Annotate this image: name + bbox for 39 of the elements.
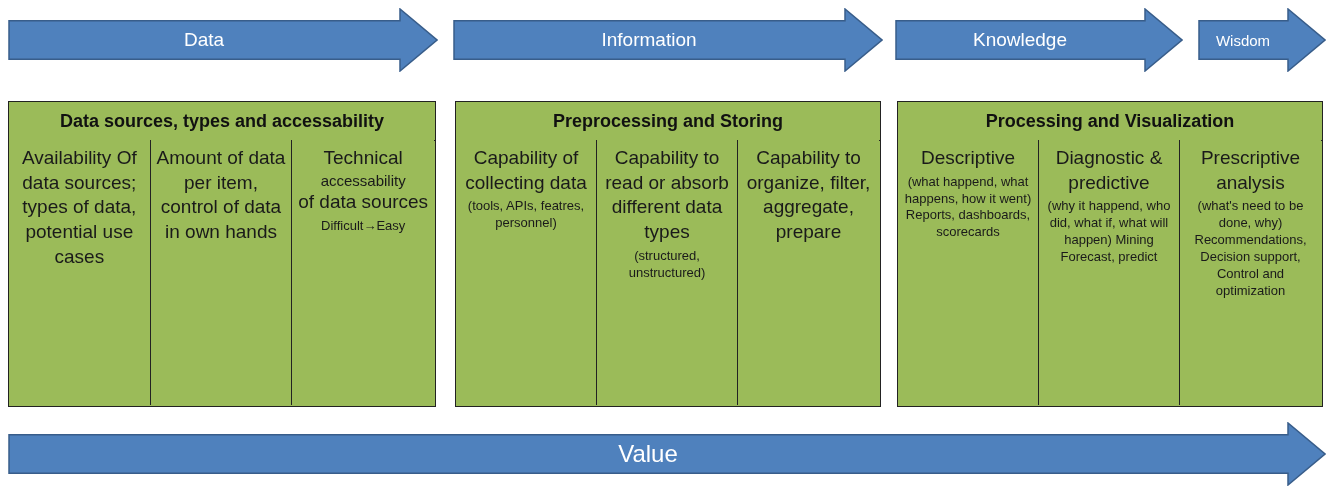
cell-text: Capability to organize, filter, aggregate, prepare [745, 146, 872, 245]
cell-text: Capability to read or absorb different data types [604, 146, 730, 245]
cell-note: (tools, APIs, featres, personnel) [466, 198, 586, 233]
cell-note: accessability [319, 170, 407, 191]
arrow-band [895, 8, 1183, 72]
arrow-band [8, 8, 438, 72]
arrow-band [8, 422, 1326, 486]
cell-note: of data sources [297, 190, 429, 215]
cell-text: Technical [322, 146, 404, 170]
cell-note: Difficult→Easy [320, 217, 407, 235]
category-panel [455, 101, 881, 407]
stage-label: Value [617, 440, 679, 468]
stage-label: Data [182, 29, 226, 51]
table-column-cell [597, 140, 738, 405]
stage-label: Wisdom [1214, 31, 1272, 49]
table-column-cell [9, 140, 151, 405]
panel-heading: Data sources, types and accessability [59, 110, 385, 132]
arrow-band [1198, 8, 1326, 72]
table-column-cell [1039, 140, 1180, 405]
table-column-cell [150, 140, 293, 405]
arrow-band [453, 8, 883, 72]
category-panel [8, 101, 436, 407]
cell-note: (what's need to be done, why) Recommendations, Decision support, Control and optimization [1193, 198, 1308, 300]
cell-text: Capability of collecting data [464, 146, 588, 195]
table-column-cell [456, 140, 597, 405]
cell-note: (structured, unstructured) [627, 247, 707, 282]
cell-text: Prescriptive analysis [1199, 146, 1302, 195]
panel-heading: Preprocessing and Storing [552, 110, 783, 132]
cell-text: Diagnostic & predictive [1054, 146, 1164, 195]
panel-heading: Processing and Visualization [985, 110, 1235, 132]
cell-text: Amount of data per item, control of data in own hands [155, 146, 287, 245]
category-panel [897, 101, 1323, 407]
stage-label: Information [600, 29, 698, 51]
cell-text: Availability Of data sources; types of data, potential use cases [20, 146, 138, 269]
cell-note: (what happend, what happens, how it went) Reports, dashboards, scorecards [903, 173, 1033, 242]
cell-text: Descriptive [920, 146, 1016, 170]
stage-label: Knowledge [972, 29, 1068, 51]
table-column-cell [898, 140, 1039, 405]
cell-note: (why it happend, who did, what if, what will happen) Mining Forecast, predict [1046, 198, 1172, 266]
